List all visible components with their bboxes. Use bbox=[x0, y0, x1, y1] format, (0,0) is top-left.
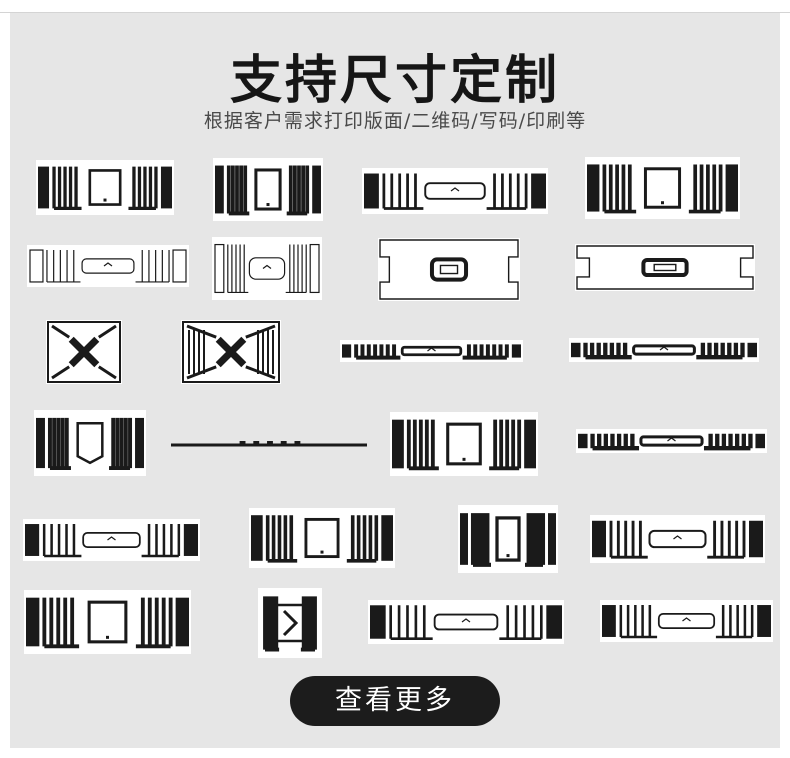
inlay-tag-13 bbox=[34, 410, 146, 476]
inlay-tag-3 bbox=[362, 168, 548, 214]
page-title: 支持尺寸定制 bbox=[229, 51, 560, 111]
inlay-tag-6 bbox=[212, 237, 322, 300]
inlay-tag-14 bbox=[171, 437, 367, 453]
view-more-button[interactable]: 查看更多 bbox=[290, 676, 500, 726]
inlay-tag-15 bbox=[390, 412, 538, 476]
inlay-tag-7 bbox=[378, 238, 520, 301]
top-divider bbox=[0, 12, 790, 13]
inlay-tag-17 bbox=[23, 519, 200, 561]
inlay-tag-11 bbox=[340, 340, 523, 362]
page-subtitle: 根据客户需求打印版面/二维码/写码/印刷等 bbox=[203, 110, 587, 132]
inlay-tag-22 bbox=[258, 588, 322, 658]
inlay-tag-20 bbox=[590, 515, 765, 563]
inlay-tag-16 bbox=[576, 429, 767, 453]
inlay-tag-23 bbox=[368, 600, 564, 644]
inlay-tag-2 bbox=[213, 158, 323, 221]
inlay-tag-9 bbox=[46, 320, 122, 384]
inlay-tag-4 bbox=[585, 157, 740, 219]
inlay-tag-18 bbox=[249, 508, 395, 568]
inlay-tag-1 bbox=[36, 160, 174, 215]
inlay-tag-21 bbox=[24, 590, 191, 654]
inlay-tag-12 bbox=[569, 338, 759, 362]
inlay-tag-24 bbox=[600, 600, 773, 642]
inlay-tag-19 bbox=[458, 505, 558, 573]
inlay-tag-10 bbox=[181, 320, 281, 384]
inlay-tag-8 bbox=[575, 244, 755, 291]
inlay-tag-5 bbox=[27, 245, 189, 287]
